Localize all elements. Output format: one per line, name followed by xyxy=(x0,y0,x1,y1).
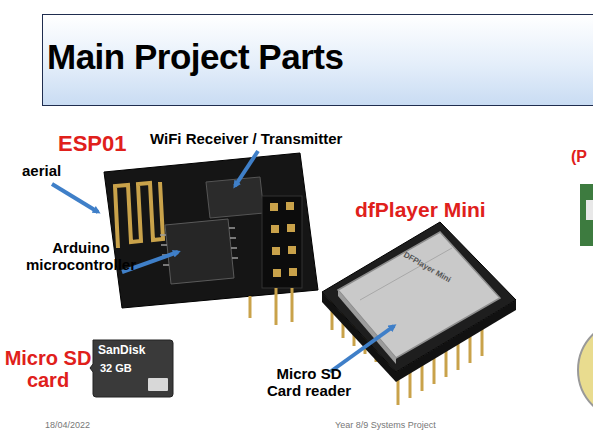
dfplayer-board xyxy=(322,222,516,405)
part-name: Micro SD card xyxy=(2,347,94,391)
sd-card xyxy=(90,340,173,397)
esp01-board xyxy=(104,153,318,325)
partial-board xyxy=(580,184,593,246)
sd-slot xyxy=(338,232,500,358)
card-print: 32 GB xyxy=(100,362,132,374)
part-label: Arduino microcontroller xyxy=(22,240,140,273)
partial-speaker xyxy=(578,320,593,420)
part-label: Micro SD Card reader xyxy=(258,366,360,399)
pin-header xyxy=(250,196,302,325)
part-label: aerial xyxy=(22,163,61,180)
card-print: SanDisk xyxy=(98,344,145,357)
chip-pins xyxy=(160,228,238,265)
footer-text: Year 8/9 Systems Project xyxy=(335,421,436,431)
part-name: (P xyxy=(571,148,587,166)
partial-board xyxy=(586,200,593,220)
part-label: WiFi Receiver / Transmitter xyxy=(150,131,342,148)
title-band: Main Project Parts xyxy=(42,14,593,106)
antenna-trace xyxy=(115,182,163,248)
sd-slot-face xyxy=(338,290,396,364)
part-name: ESP01 xyxy=(58,132,127,156)
part-name: dfPlayer Mini xyxy=(355,198,486,221)
footer-date: 18/04/2022 xyxy=(45,421,90,431)
slide-title: Main Project Parts xyxy=(47,37,343,77)
